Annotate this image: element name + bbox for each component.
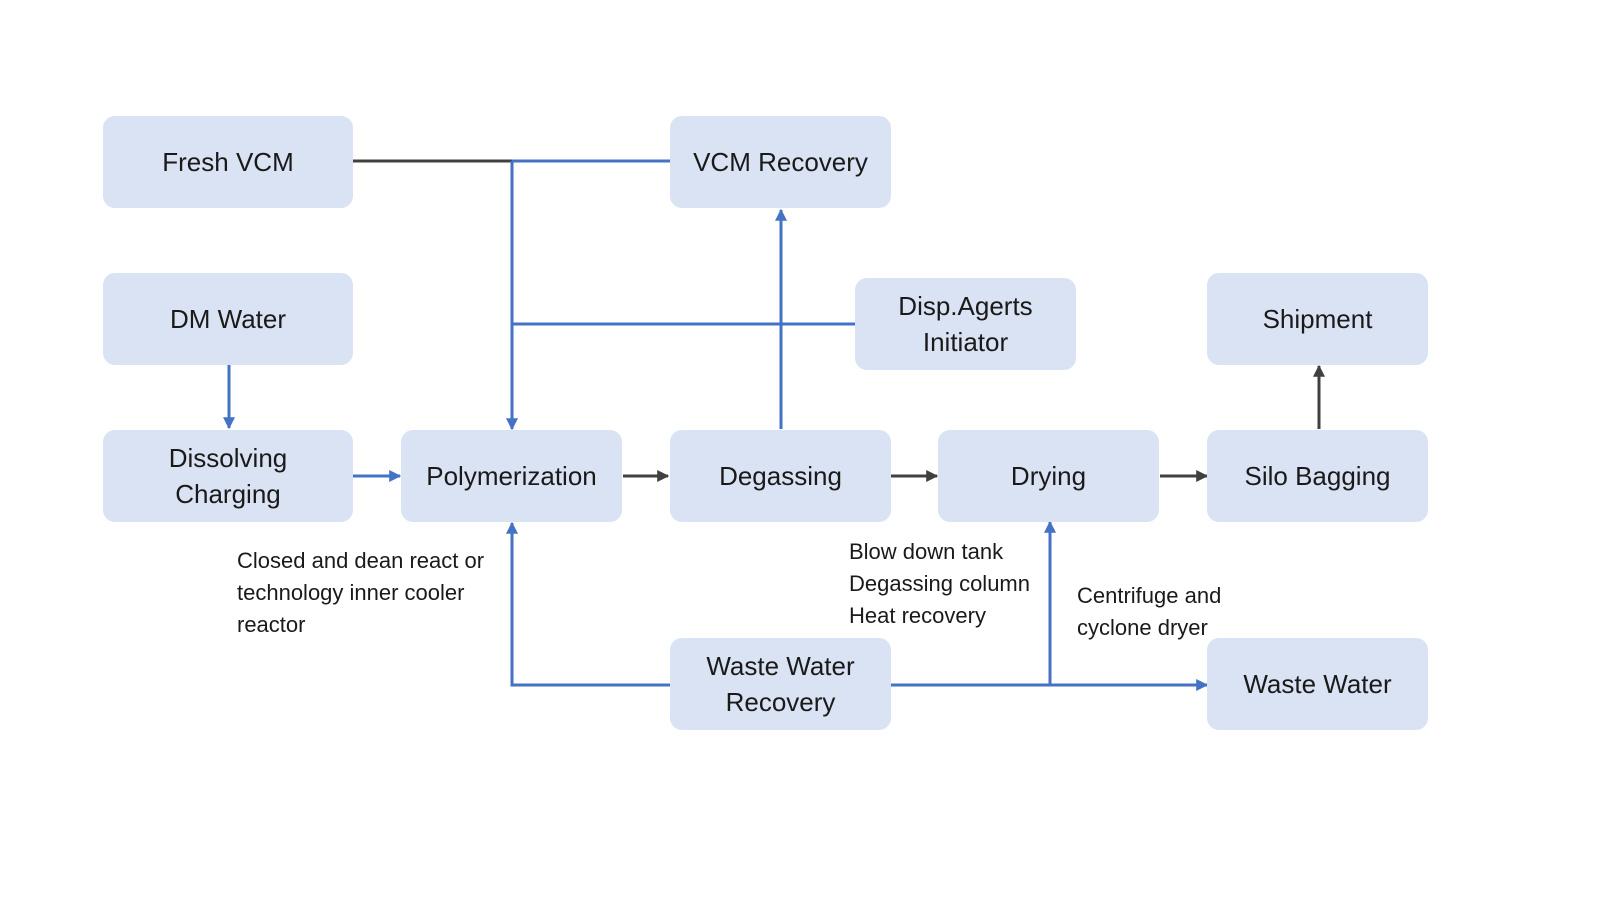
node-polymerization: Polymerization <box>401 430 622 522</box>
node-vcm-recovery: VCM Recovery <box>670 116 891 208</box>
node-label: DM Water <box>169 304 287 334</box>
node-drying: Drying <box>938 430 1159 522</box>
note-line-3: Heat recovery <box>849 603 986 628</box>
node-label: Waste Water <box>1243 669 1392 699</box>
node-fresh-vcm: Fresh VCM <box>103 116 353 208</box>
node-label-line-2: Recovery <box>725 687 836 717</box>
node-label: Shipment <box>1262 304 1373 334</box>
node-silo-bagging: Silo Bagging <box>1207 430 1428 522</box>
note-line-1: Centrifuge and <box>1077 583 1222 608</box>
node-degassing: Degassing <box>670 430 891 522</box>
node-dm-water: DM Water <box>103 273 353 365</box>
node-label-line-1: Disp.Agerts <box>898 291 1033 321</box>
note-line-3: reactor <box>237 612 306 637</box>
arrow-waste-water-recovery-to-polymerization <box>506 521 670 687</box>
note-drying: Centrifuge and cyclone dryer <box>1077 580 1221 644</box>
note-line-2: technology inner cooler <box>237 580 465 605</box>
node-label-line-1: Waste Water <box>706 651 855 681</box>
note-degassing: Blow down tank Degassing column Heat rec… <box>849 536 1030 632</box>
node-label: Drying <box>1010 461 1087 491</box>
node-waste-water: Waste Water <box>1207 638 1428 730</box>
node-label-line-2: Charging <box>175 479 281 509</box>
note-line-1: Blow down tank <box>849 539 1004 564</box>
node-shipment: Shipment <box>1207 273 1428 365</box>
note-line-2: cyclone dryer <box>1077 615 1208 640</box>
node-label: VCM Recovery <box>693 147 868 177</box>
node-label: Polymerization <box>426 461 597 491</box>
node-label: Fresh VCM <box>162 147 294 177</box>
node-label: Silo Bagging <box>1244 461 1391 491</box>
node-waste-water-recovery: Waste Water Recovery <box>670 638 891 730</box>
note-line-2: Degassing column <box>849 571 1030 596</box>
node-label: Degassing <box>719 461 842 491</box>
note-polymerization: Closed and dean react or technology inne… <box>237 545 484 641</box>
node-label-line-2: Initiator <box>922 327 1009 357</box>
note-line-1: Closed and dean react or <box>237 548 485 573</box>
node-dissolving-charging: Dissolving Charging <box>103 430 353 522</box>
node-label-line-1: Dissolving <box>168 443 288 473</box>
node-disp-agents-initiator: Disp.Agerts Initiator <box>855 278 1076 370</box>
